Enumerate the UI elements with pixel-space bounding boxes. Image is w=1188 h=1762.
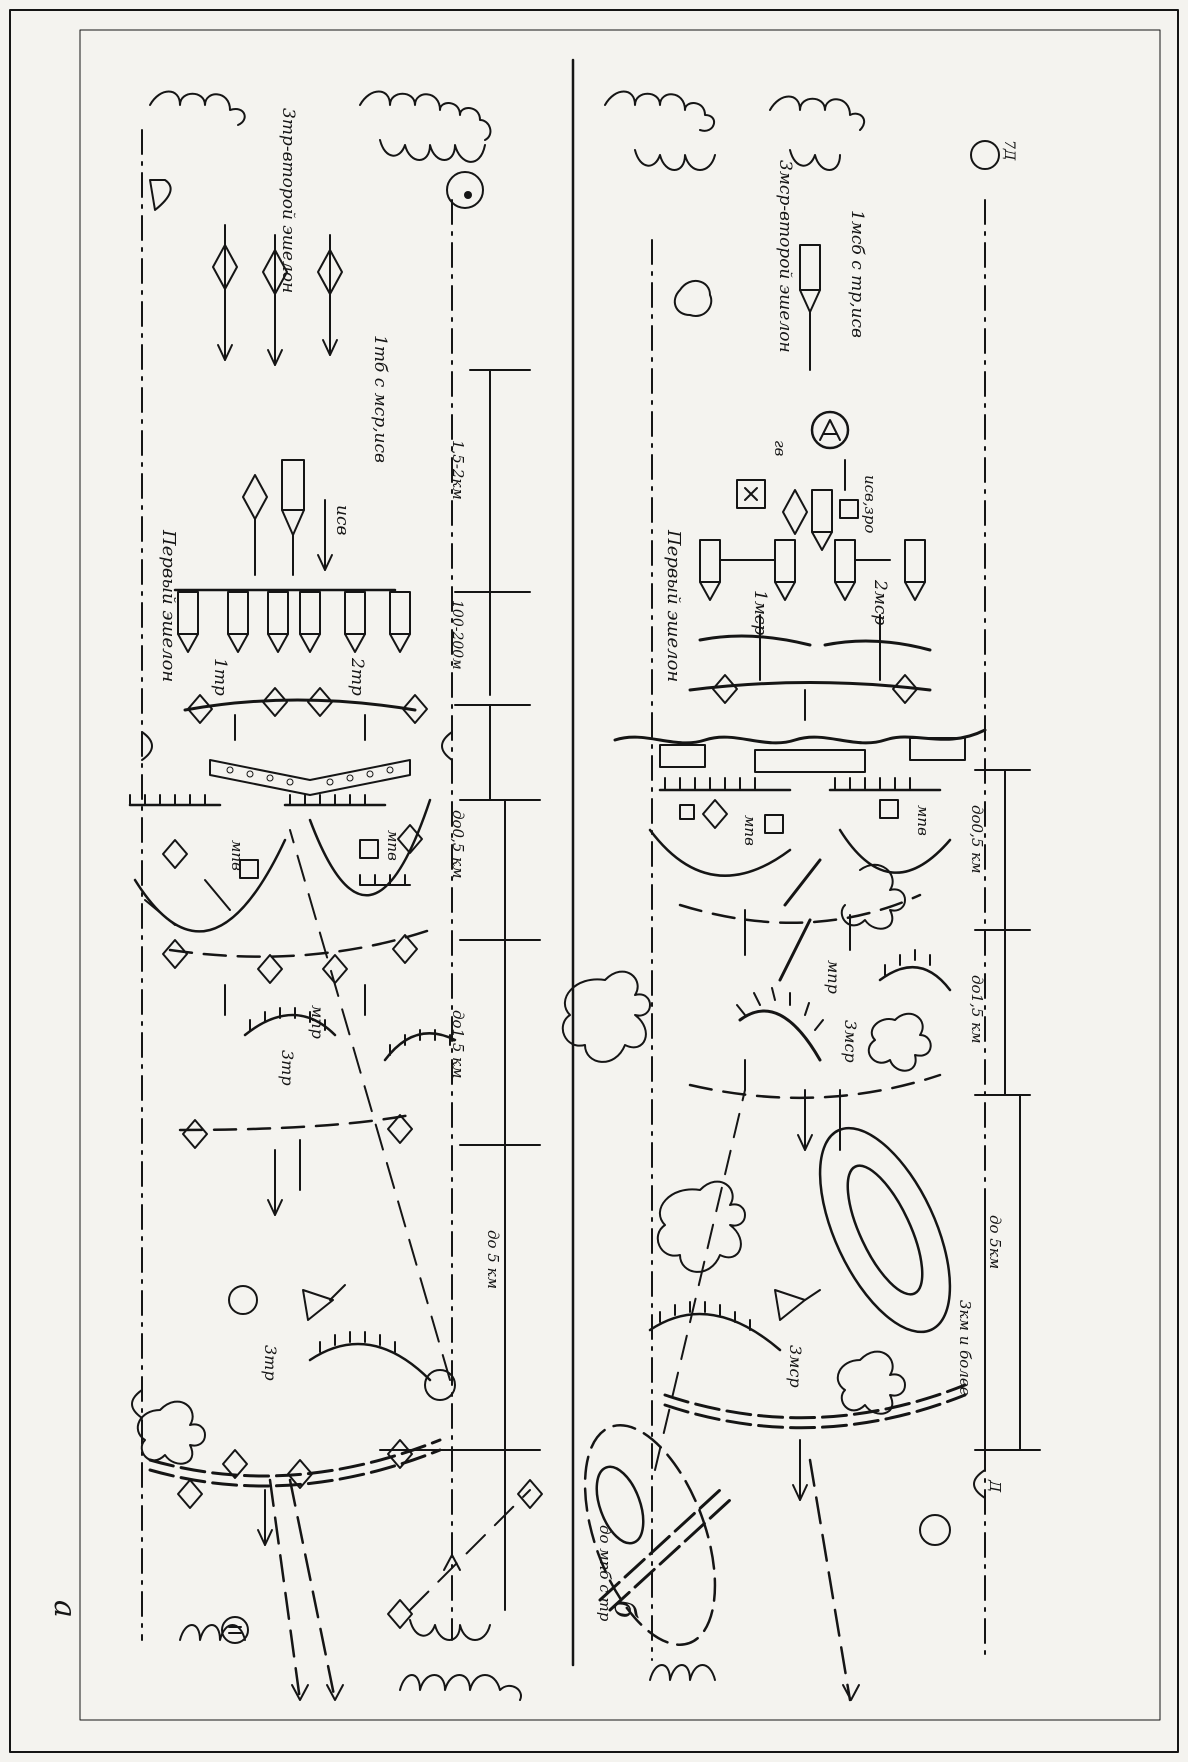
flag-icon xyxy=(303,1290,333,1320)
label-to-mpb: до мпб с тр xyxy=(596,1525,614,1622)
distance-label-4: до1,5 км xyxy=(449,1010,467,1079)
command-post-icon xyxy=(675,281,712,316)
medical-icon xyxy=(222,1617,248,1643)
distance-label-b1: до0,5 км xyxy=(968,805,986,874)
start-line-b xyxy=(665,1385,965,1700)
first-echelon-line-b xyxy=(690,615,930,720)
first-echelon-tanks xyxy=(175,590,410,652)
start-line xyxy=(138,1370,542,1700)
forest-icon xyxy=(635,150,715,170)
forest-icon xyxy=(400,1675,521,1700)
forest-icon xyxy=(658,1182,745,1272)
radiation-icon xyxy=(447,172,483,208)
marker-7d: 7Д xyxy=(1001,140,1017,161)
forest-icon xyxy=(150,92,245,126)
flank-bump xyxy=(442,732,452,760)
distance-label-2: 100-200м xyxy=(449,600,465,670)
distance-label-b3: до 5км xyxy=(986,1215,1004,1269)
command-post-icon xyxy=(150,180,171,210)
label-tr2: 2тр xyxy=(347,657,367,696)
terrain-marker-icon xyxy=(971,141,999,169)
radiation-icon-center xyxy=(464,191,472,199)
river-line xyxy=(615,730,985,743)
trench-arc xyxy=(650,1314,780,1350)
second-line-b xyxy=(680,860,920,980)
lake xyxy=(793,1109,977,1351)
distance-label-b4: 3км и более xyxy=(956,1300,974,1396)
third-area-b xyxy=(563,950,950,1150)
label-mpv-1-b: мпв xyxy=(741,815,759,846)
panel-a: а Первый эшелон 3тр-второй эшелон 1тб с … xyxy=(47,92,542,1701)
dashed-axis-arrow xyxy=(290,830,450,1380)
forest-icon xyxy=(838,1352,905,1414)
forest-icon xyxy=(605,92,714,131)
distance-label-b2: до1,5 км xyxy=(968,975,986,1044)
forest-icon xyxy=(790,150,840,170)
label-mpv-1: мпв xyxy=(228,840,246,871)
forest-icon xyxy=(360,92,490,141)
distance-label-1: 1,5-2км xyxy=(449,440,467,500)
label-msr3: 3мср xyxy=(841,1020,860,1063)
label-second-echelon: 3тр-второй эшелон xyxy=(278,108,298,293)
forest-icon xyxy=(410,1620,490,1640)
label-first-echelon: Первый эшелон xyxy=(158,529,179,682)
air-defense-icon xyxy=(840,500,858,518)
label-reserve-group-b: 1мсб с тр,исв xyxy=(847,210,867,338)
distance-label-5: до 5 км xyxy=(484,1230,502,1289)
chemical-icon xyxy=(229,1286,257,1314)
artillery-group-icon xyxy=(812,412,848,448)
minefield-passage xyxy=(210,760,410,795)
label-tr3-start: 3тр xyxy=(261,1345,280,1381)
second-echelon-units xyxy=(213,225,342,365)
label-msr3-start: 3мср xyxy=(786,1345,805,1388)
forest-icon xyxy=(380,140,485,162)
label-mpr: мпр xyxy=(308,1005,327,1039)
label-gv: гв xyxy=(771,440,789,457)
label-isv: исв xyxy=(332,505,352,535)
label-mpv-2: мпв xyxy=(384,830,402,861)
label-second-echelon-b: 3мср-второй эшелон xyxy=(775,160,795,353)
flank-bump xyxy=(132,1390,142,1418)
label-msr1: 1мср xyxy=(750,590,770,635)
tank-battalion-group xyxy=(243,460,332,575)
label-mpr-b: мпр xyxy=(824,960,843,994)
forest-icon xyxy=(650,1665,715,1680)
label-tr1: 1тр xyxy=(210,658,230,696)
plate-frame xyxy=(80,30,1160,1720)
label-mpv-2-b: мпв xyxy=(914,805,932,836)
second-echelon-unit xyxy=(800,245,820,290)
trench-arc xyxy=(310,1344,430,1380)
panel-b: б Первый эшелон 3мср-второй эшелон 1мсб … xyxy=(559,92,1040,1701)
first-echelon-vehicles xyxy=(700,540,925,600)
flank-bump xyxy=(142,732,152,760)
label-msr2: 2мср xyxy=(870,579,890,625)
second-line-diamonds xyxy=(163,930,430,1015)
label-tr3: 3тр xyxy=(278,1050,297,1086)
label-first-echelon-b: Первый эшелон xyxy=(663,529,684,682)
label-isv-zro: исв,зро xyxy=(861,475,879,533)
label-reserve-group: 1тб с мср,исв xyxy=(370,335,390,463)
panel-letter-a: а xyxy=(47,1600,82,1618)
forest-icon xyxy=(770,97,864,131)
distance-ruler-a xyxy=(380,370,540,1610)
distance-label-3: до0,5 км xyxy=(449,810,467,879)
enemy-defense-positions xyxy=(130,795,430,931)
marker-d: Д xyxy=(986,1479,1004,1493)
flag-icon xyxy=(775,1290,805,1320)
terrain-marker-d xyxy=(974,1470,985,1498)
